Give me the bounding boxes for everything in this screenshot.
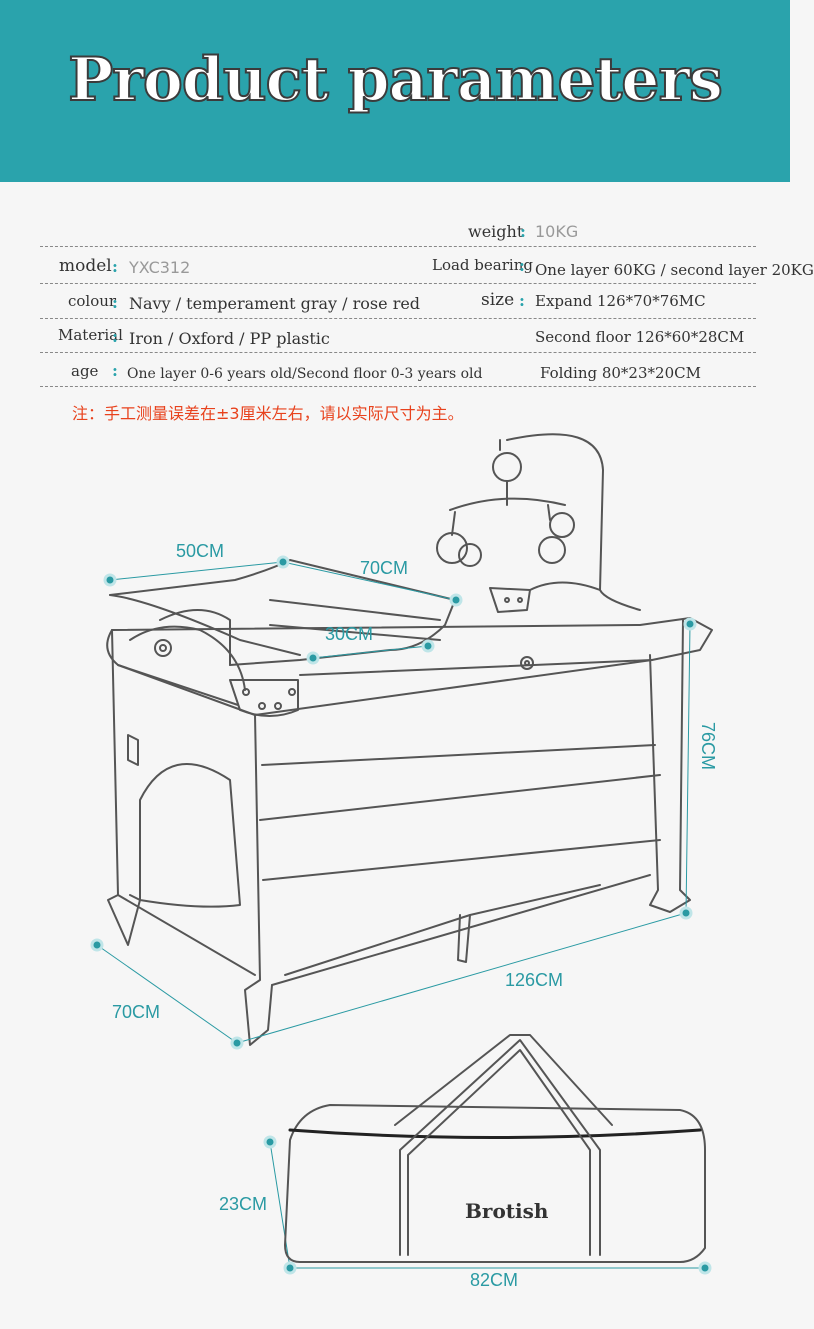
mobile-toy-right	[549, 512, 575, 538]
size-folding: Folding 80*23*20CM	[540, 364, 701, 382]
row-divider	[40, 352, 756, 353]
colour-label: colour	[68, 292, 117, 310]
colon: :	[112, 327, 118, 346]
crib-leg	[107, 629, 141, 946]
bag-length-label: 82CM	[470, 1270, 519, 1290]
colour-value: Navy / temperament gray / rose red	[129, 294, 421, 313]
colon: :	[519, 291, 525, 310]
crib-leg	[244, 714, 273, 1046]
colon: :	[112, 361, 118, 380]
row-divider	[40, 246, 756, 247]
side-door	[139, 763, 241, 908]
mobile-clip	[489, 587, 531, 613]
mobile-toy-left	[436, 532, 468, 564]
colon: :	[112, 293, 118, 312]
mobile-arm	[506, 433, 641, 611]
height-label: 76CM	[698, 722, 718, 771]
crib-illustration	[90, 433, 713, 1275]
age-value: One layer 0-6 years old/Second floor 0-3…	[127, 366, 483, 382]
width-label: 70CM	[112, 1002, 161, 1022]
header-banner: Product parameters	[0, 0, 790, 182]
bag-brand-label: Brotish	[465, 1199, 549, 1223]
load-bearing-label: Load bearing	[432, 256, 533, 274]
model-label: model	[59, 256, 112, 276]
size-label: size	[481, 290, 515, 310]
model-value: YXC312	[129, 258, 191, 277]
colon: :	[520, 222, 526, 241]
colon: :	[519, 256, 525, 275]
weight-label: weight	[468, 222, 524, 241]
measurement-note: 注：手工测量误差在±3厘米左右，请以实际尺寸为主。	[72, 404, 464, 423]
load-bearing-value: One layer 60KG / second layer 20KG	[535, 261, 814, 279]
dimension-markers	[90, 555, 712, 1275]
age-label: age	[71, 362, 99, 380]
row-divider	[40, 386, 756, 387]
changer-depth-label: 30CM	[325, 624, 374, 644]
row-divider	[40, 283, 756, 284]
colon: :	[112, 257, 118, 276]
corner-clip	[229, 679, 299, 717]
row-divider	[40, 318, 756, 319]
page-title: Product parameters	[67, 44, 724, 116]
size-expand: Expand 126*70*76MC	[535, 292, 706, 310]
material-value: Iron / Oxford / PP plastic	[129, 329, 330, 348]
mobile-rattle	[492, 452, 522, 482]
carry-bag	[284, 1034, 706, 1263]
length-label: 126CM	[505, 970, 564, 990]
changer-width-label: 50CM	[176, 541, 225, 561]
crib-leg	[649, 619, 691, 913]
material-label: Material	[58, 326, 123, 344]
changer-length-label: 70CM	[360, 558, 409, 578]
weight-value: 10KG	[535, 222, 579, 241]
bag-height-label: 23CM	[219, 1194, 268, 1214]
size-second-floor: Second floor 126*60*28CM	[535, 328, 745, 346]
